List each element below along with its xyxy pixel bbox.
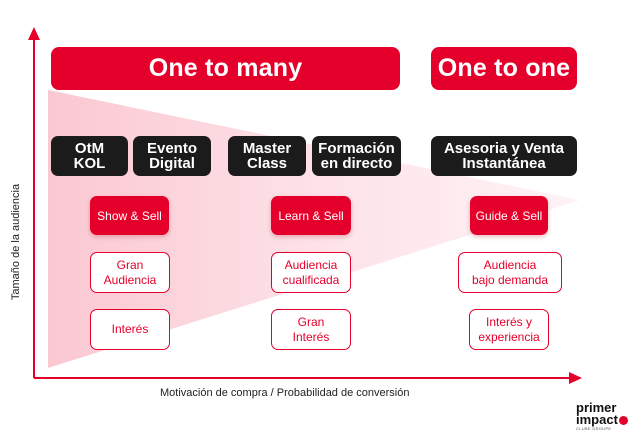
x-axis-arrow (569, 372, 582, 384)
audience-gran-audiencia: Gran Audiencia (90, 252, 170, 293)
logo-subtitle: CLUBE GROUPE (576, 426, 612, 431)
logo-line-2: impact (576, 412, 618, 427)
banner-one-to-many: One to many (51, 47, 400, 90)
format-asesoria-venta: Asesoria y Venta Instantánea (431, 136, 577, 176)
mode-learn-and-sell: Learn & Sell (271, 196, 351, 235)
interest-gran-interes: Gran Interés (271, 309, 351, 350)
format-otm-kol: OtM KOL (51, 136, 128, 176)
y-axis-label: Tamaño de la audiencia (10, 183, 22, 301)
banner-one-to-one: One to one (431, 47, 577, 90)
format-evento-digital: Evento Digital (133, 136, 211, 176)
format-formacion-en-directo: Formación en directo (312, 136, 401, 176)
primer-impacto-logo: primer impact CLUBE GROUPE (576, 400, 636, 440)
audience-cualificada: Audiencia cualificada (271, 252, 351, 293)
mode-guide-and-sell: Guide & Sell (470, 196, 548, 235)
x-axis-label: Motivación de compra / Probabilidad de c… (160, 387, 410, 399)
audience-bajo-demanda: Audiencia bajo demanda (458, 252, 562, 293)
interest-interes-y-experiencia: Interés y experiencia (469, 309, 549, 350)
logo-line-1: primer (576, 400, 617, 415)
mode-show-and-sell: Show & Sell (90, 196, 169, 235)
logo-dot-icon (618, 416, 628, 425)
logo-line-2-wrap: impact (576, 412, 636, 427)
interest-interes: Interés (90, 309, 170, 350)
format-master-class: Master Class (228, 136, 306, 176)
y-axis-arrow (28, 27, 40, 40)
